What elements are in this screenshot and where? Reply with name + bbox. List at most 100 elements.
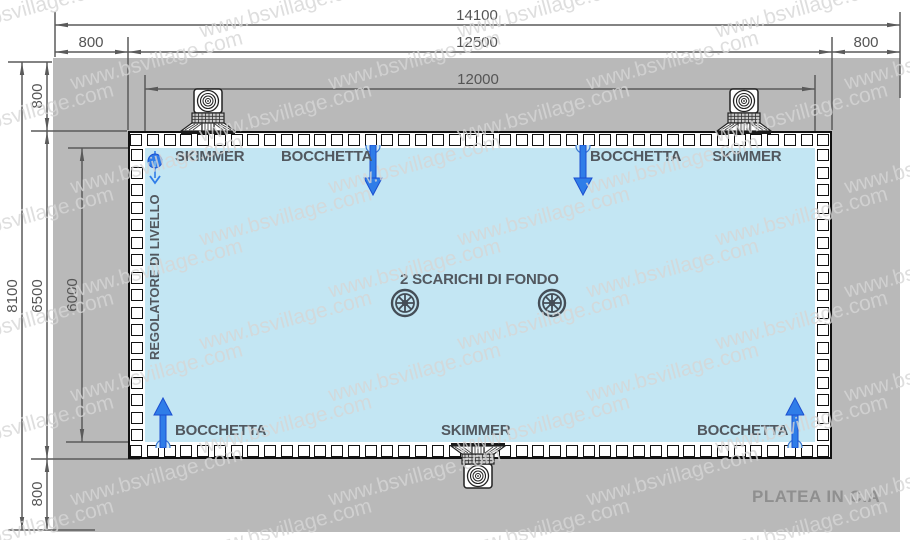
tile bbox=[131, 376, 143, 389]
tile bbox=[632, 134, 645, 146]
tile bbox=[616, 134, 629, 146]
skimmer-symbol-top-left bbox=[178, 88, 238, 136]
dim-pool-outer-width: 12500 bbox=[456, 34, 498, 51]
tile bbox=[130, 445, 142, 457]
skimmer-symbol-bottom bbox=[448, 441, 508, 489]
tile bbox=[532, 445, 545, 457]
tile bbox=[817, 289, 829, 301]
tile bbox=[532, 134, 545, 146]
label-bocchetta-top-right: BOCCHETTA bbox=[590, 148, 682, 165]
dimension-arrows bbox=[19, 22, 900, 530]
tile bbox=[783, 134, 796, 146]
tile bbox=[549, 445, 562, 457]
tile bbox=[230, 134, 243, 146]
tile bbox=[297, 134, 310, 146]
tile bbox=[649, 445, 662, 457]
tile bbox=[381, 134, 394, 146]
tile bbox=[264, 445, 277, 457]
tile bbox=[131, 289, 143, 301]
tile bbox=[131, 201, 143, 214]
dim-pool-inner-height: 6000 bbox=[64, 278, 81, 311]
label-skimmer-bottom: SKIMMER bbox=[441, 422, 511, 439]
tile bbox=[131, 271, 143, 284]
tile bbox=[515, 134, 528, 146]
tile bbox=[817, 236, 829, 249]
tile bbox=[197, 134, 210, 146]
tile bbox=[398, 134, 411, 146]
tile bbox=[131, 359, 143, 371]
tile-band-right bbox=[815, 148, 831, 442]
tile bbox=[498, 134, 511, 146]
tile bbox=[314, 445, 327, 457]
tile bbox=[131, 394, 143, 406]
tile bbox=[247, 445, 260, 457]
tile bbox=[180, 134, 193, 146]
tile bbox=[817, 306, 829, 319]
tile bbox=[230, 445, 243, 457]
tile bbox=[817, 149, 829, 161]
floor-drain-icon-left bbox=[389, 287, 421, 319]
tile bbox=[131, 219, 143, 231]
dim-total-height: 8100 bbox=[4, 279, 21, 312]
tile bbox=[733, 445, 746, 457]
tile bbox=[280, 134, 293, 146]
tile bbox=[314, 134, 327, 146]
tile bbox=[700, 134, 713, 146]
tile bbox=[347, 134, 360, 146]
tile-band-left bbox=[129, 148, 145, 442]
tile bbox=[131, 306, 143, 319]
tile bbox=[767, 134, 780, 146]
tile bbox=[666, 134, 679, 146]
tile bbox=[131, 429, 143, 441]
tile bbox=[632, 445, 645, 457]
pool-water bbox=[145, 148, 815, 442]
tile bbox=[415, 134, 428, 146]
label-skimmer-top-right: SKIMMER bbox=[712, 148, 782, 165]
tile bbox=[666, 445, 679, 457]
tile bbox=[415, 445, 428, 457]
tile bbox=[131, 166, 143, 179]
tile bbox=[817, 184, 829, 196]
tile bbox=[549, 134, 562, 146]
label-skimmer-top-left: SKIMMER bbox=[175, 148, 245, 165]
tile bbox=[431, 445, 444, 457]
tile bbox=[247, 134, 260, 146]
tile bbox=[131, 341, 143, 354]
tile bbox=[750, 445, 763, 457]
tile bbox=[716, 134, 729, 146]
tile bbox=[683, 445, 696, 457]
tile bbox=[131, 184, 143, 196]
tile bbox=[381, 445, 394, 457]
tile bbox=[683, 134, 696, 146]
tile bbox=[264, 134, 277, 146]
tile bbox=[733, 134, 746, 146]
tile bbox=[817, 219, 829, 231]
tile bbox=[817, 201, 829, 214]
tile bbox=[700, 445, 713, 457]
dim-total-width: 14100 bbox=[456, 7, 498, 24]
tile bbox=[130, 134, 142, 146]
tile bbox=[767, 445, 780, 457]
label-bocchetta-top-left: BOCCHETTA bbox=[281, 148, 373, 165]
tile bbox=[347, 445, 360, 457]
tile bbox=[716, 445, 729, 457]
label-floor-drains: 2 SCARICHI DI FONDO bbox=[400, 271, 559, 288]
tile bbox=[213, 445, 226, 457]
tile bbox=[131, 324, 143, 336]
tile bbox=[331, 134, 344, 146]
tile bbox=[146, 134, 159, 146]
tile bbox=[817, 359, 829, 371]
tile bbox=[213, 134, 226, 146]
tile bbox=[817, 324, 829, 336]
tile bbox=[750, 134, 763, 146]
label-bocchetta-bottom-right: BOCCHETTA bbox=[697, 422, 789, 439]
dim-margin-bottom: 800 bbox=[29, 481, 46, 506]
tile bbox=[565, 445, 578, 457]
tile bbox=[482, 134, 495, 146]
tile-band-top bbox=[129, 132, 831, 148]
tile bbox=[448, 134, 461, 146]
tile bbox=[364, 445, 377, 457]
tile bbox=[817, 341, 829, 354]
